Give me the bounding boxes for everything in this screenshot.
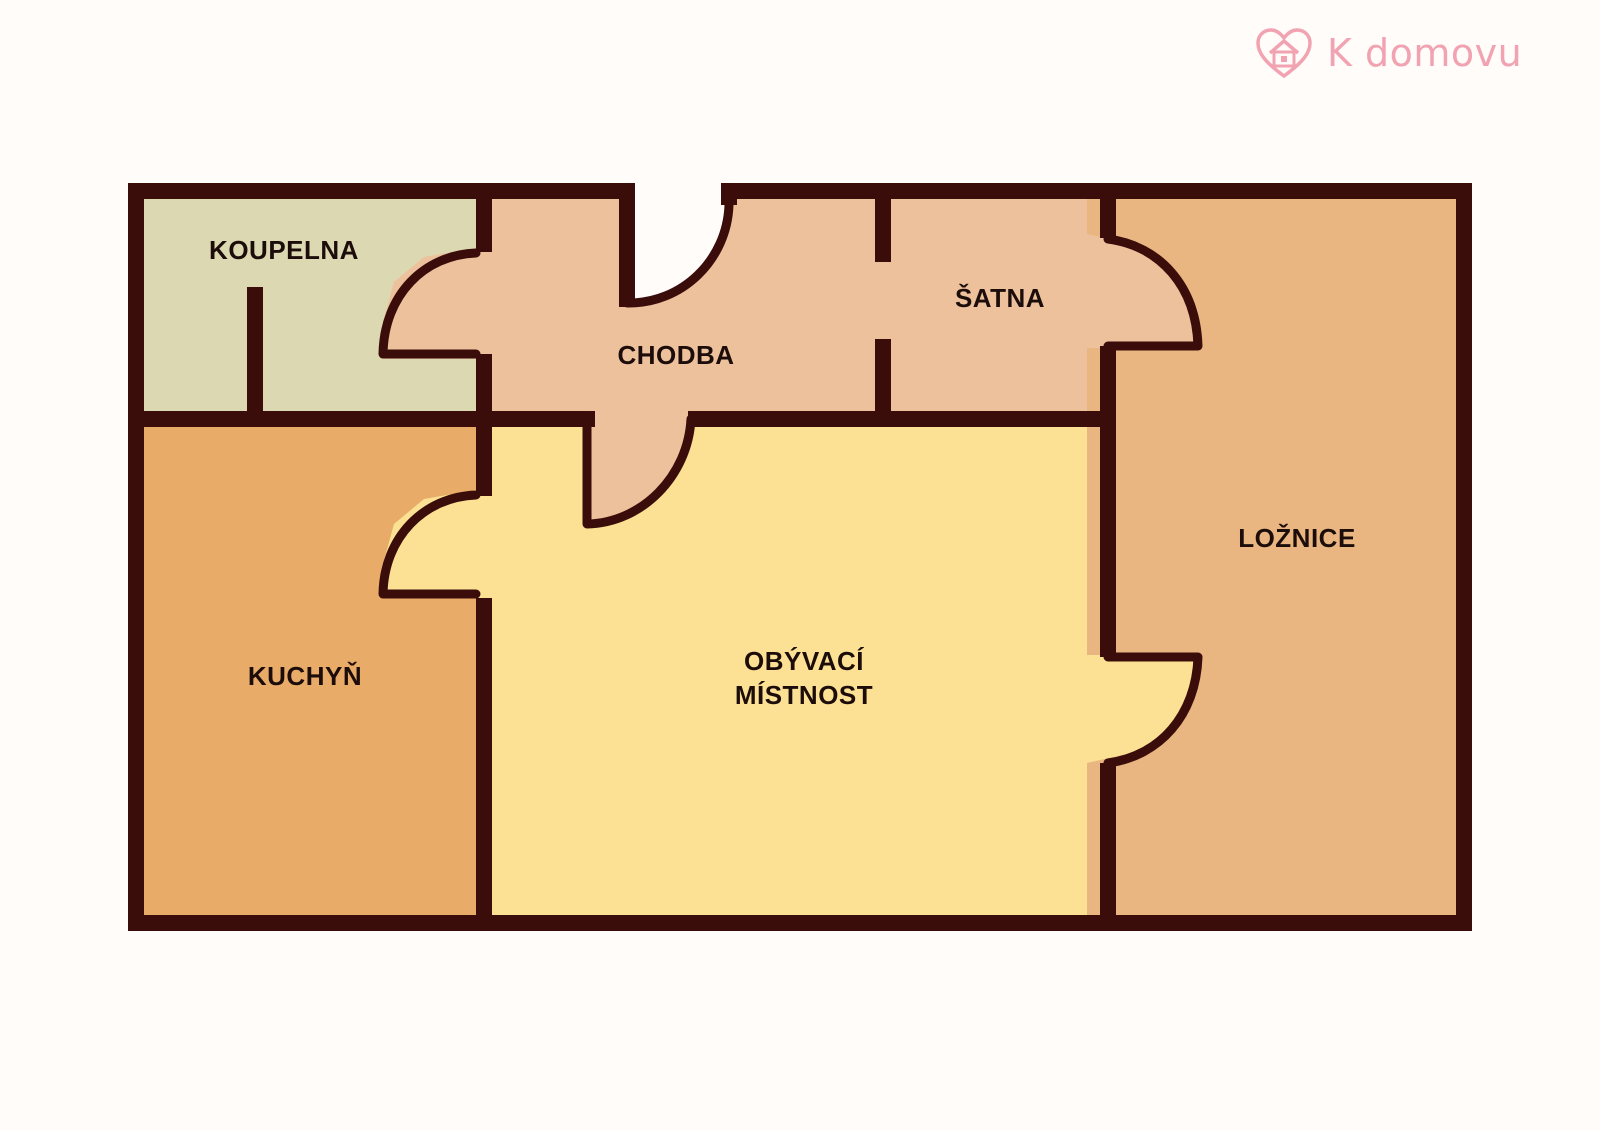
door-obyvaci: [582, 414, 696, 529]
outer-walls: [128, 183, 1472, 931]
door-obyvaci-loznice-fill: [1087, 655, 1200, 763]
label-obyvaci-line2: MÍSTNOST: [735, 680, 873, 710]
label-obyvaci-line1: OBÝVACÍ: [744, 646, 864, 676]
door-loznice: [1103, 234, 1203, 351]
door-koupelna: [378, 248, 481, 359]
room-kuchyn: [136, 415, 476, 915]
room-obyvaci: [476, 415, 1087, 915]
label-satna: ŠATNA: [955, 283, 1045, 313]
door-entrance: [622, 200, 734, 308]
label-loznice: LOŽNICE: [1238, 523, 1356, 553]
heart-house-icon: [1256, 28, 1312, 79]
room-chodba-satna: [476, 191, 1087, 415]
door-loznice-fill: [1087, 234, 1200, 348]
label-kuchyn: KUCHYŇ: [248, 661, 362, 691]
door-entrance-fill: [627, 191, 729, 307]
brand-name: K domovu: [1327, 31, 1523, 75]
door-obyvaci-loznice: [1103, 652, 1203, 768]
doors: [378, 200, 1203, 768]
label-chodba: CHODBA: [617, 340, 734, 370]
door-kuchyn: [378, 490, 481, 599]
door-koupelna-fill: [383, 248, 476, 359]
door-obyvaci-fill: [587, 415, 694, 525]
label-koupelna: KOUPELNA: [209, 235, 359, 265]
brand-logo: K domovu: [1255, 26, 1522, 80]
door-kuchyn-fill: [383, 490, 476, 597]
